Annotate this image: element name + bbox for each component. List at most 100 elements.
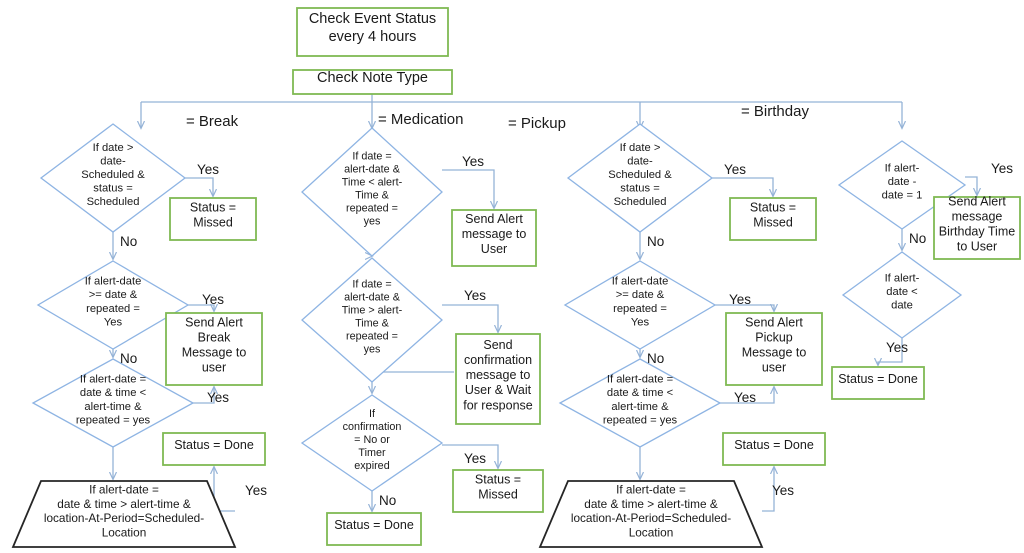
pickup-decision-2-label: If alert-date>= date &repeated =Yes: [612, 276, 669, 329]
medication-decision-1-label: If date =alert-date &Time < alert-Time &…: [342, 150, 403, 227]
break-process-2-shape: [165, 312, 263, 386]
pickup-decision-3-label: If alert-date =date & time <alert-time &…: [603, 374, 678, 427]
break-decision-1-shape: [39, 123, 187, 233]
connector: [188, 305, 214, 311]
medication-process-3-label: Status =Missed: [475, 472, 521, 501]
break-process-3[interactable]: Status = Done: [162, 432, 266, 466]
break-terminal-label: If alert-date =date & time > alert-time …: [44, 483, 204, 540]
router-node-shape: [292, 69, 453, 95]
medication-decision-2[interactable]: If date =alert-date &Time > alert-Time &…: [301, 257, 443, 383]
router-node-label: Check Note Type: [317, 70, 428, 86]
edge-label: Yes: [197, 162, 219, 177]
edge-label: No: [379, 493, 396, 508]
connector: [372, 371, 454, 393]
pickup-process-1[interactable]: Status =Missed: [729, 197, 817, 241]
medication-decision-2-shape: [301, 257, 443, 383]
connector: [762, 467, 774, 512]
birthday-decision-1-label: If alert-date -date = 1: [882, 162, 923, 201]
pickup-decision-1[interactable]: If date >date-Scheduled &status =Schedul…: [566, 123, 714, 233]
pickup-decision-2[interactable]: If alert-date>= date &repeated =Yes: [563, 260, 717, 350]
break-decision-2-label: If alert-date>= date &repeated =Yes: [85, 276, 142, 329]
edge-label: No: [647, 234, 664, 249]
pickup-process-2-shape: [725, 312, 823, 386]
break-process-3-shape: [162, 432, 266, 466]
edge-label: = Medication: [378, 111, 463, 128]
connector: [715, 305, 774, 311]
router-node[interactable]: Check Note Type: [292, 69, 453, 95]
edge-label: = Break: [186, 113, 239, 130]
break-terminal-shape: [11, 480, 237, 548]
edge-label: = Birthday: [741, 103, 809, 120]
edge-label: Yes: [202, 292, 224, 307]
edge-label: Yes: [724, 162, 746, 177]
connector: [878, 338, 903, 365]
pickup-process-1-label: Status =Missed: [750, 200, 796, 229]
edge-label: No: [120, 234, 137, 249]
birthday-process-2-shape: [831, 366, 925, 400]
connector: [442, 444, 498, 468]
edge-label: Yes: [464, 451, 486, 466]
birthday-process-2[interactable]: Status = Done: [831, 366, 925, 400]
break-process-1[interactable]: Status =Missed: [169, 197, 257, 241]
birthday-process-2-label: Status = Done: [838, 372, 918, 386]
edge-label: Yes: [729, 292, 751, 307]
medication-process-4-label: Status = Done: [334, 518, 414, 532]
birthday-decision-2-shape: [841, 251, 963, 339]
edge-label: No: [647, 351, 664, 366]
birthday-decision-2[interactable]: If alert-date <date: [841, 251, 963, 339]
medication-decision-2-label: If date =alert-date &Time > alert-Time &…: [342, 278, 403, 355]
medication-process-3-shape: [452, 469, 544, 513]
pickup-terminal-label: If alert-date =date & time > alert-time …: [571, 483, 731, 540]
birthday-process-1-shape: [933, 196, 1021, 260]
medication-process-1-shape: [451, 209, 537, 267]
edge-label: = Pickup: [508, 115, 566, 132]
edge-label: Yes: [772, 483, 794, 498]
medication-decision-1[interactable]: If date =alert-date &Time < alert-Time &…: [301, 127, 443, 257]
pickup-terminal-shape: [538, 480, 764, 548]
edge-label: Yes: [207, 390, 229, 405]
medication-decision-1-shape: [301, 127, 443, 257]
pickup-decision-2-shape: [563, 260, 717, 350]
pickup-process-3[interactable]: Status = Done: [722, 432, 826, 466]
break-decision-2-shape: [36, 260, 190, 350]
pickup-terminal[interactable]: If alert-date =date & time > alert-time …: [538, 480, 764, 548]
edge-label: No: [120, 351, 137, 366]
medication-process-4-shape: [326, 512, 422, 546]
edge-label: Yes: [245, 483, 267, 498]
edge-label: No: [909, 231, 926, 246]
pickup-decision-3-shape: [558, 358, 722, 448]
break-decision-3-shape: [31, 358, 195, 448]
medication-process-2-shape: [455, 333, 541, 425]
edge-label: Yes: [734, 390, 756, 405]
pickup-process-3-label: Status = Done: [734, 438, 814, 452]
medication-decision-3-shape: [300, 394, 444, 492]
connector: [965, 176, 977, 195]
break-decision-3[interactable]: If alert-date =date & time <alert-time &…: [31, 358, 195, 448]
connector: [193, 387, 214, 404]
birthday-decision-2-label: If alert-date <date: [885, 272, 920, 311]
pickup-process-3-shape: [722, 432, 826, 466]
edge-label: Yes: [991, 161, 1013, 176]
break-decision-2[interactable]: If alert-date>= date &repeated =Yes: [36, 260, 190, 350]
break-terminal[interactable]: If alert-date =date & time > alert-time …: [11, 480, 237, 548]
medication-process-3[interactable]: Status =Missed: [452, 469, 544, 513]
pickup-decision-3[interactable]: If alert-date =date & time <alert-time &…: [558, 358, 722, 448]
pickup-decision-1-shape: [566, 123, 714, 233]
connector: [442, 304, 498, 332]
break-decision-1[interactable]: If date >date-Scheduled &status =Schedul…: [39, 123, 187, 233]
medication-process-4[interactable]: Status = Done: [326, 512, 422, 546]
